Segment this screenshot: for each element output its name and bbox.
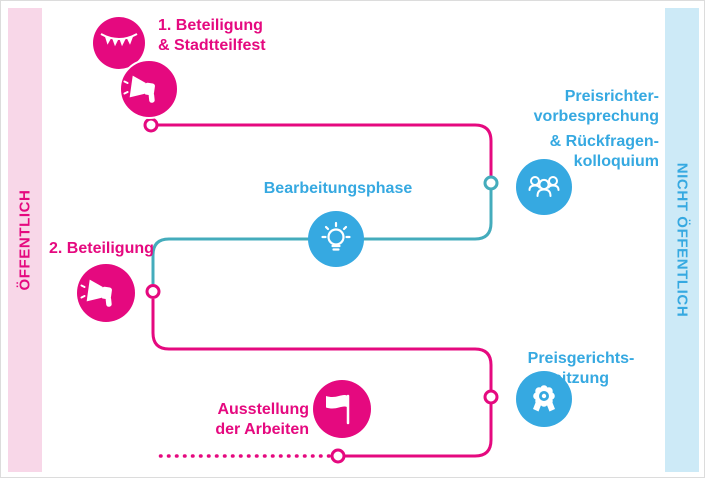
step-circle-festival [93, 17, 145, 69]
step-circle-participation2 [77, 264, 135, 322]
label-jury-briefing-line1: Preisrichter- [564, 88, 659, 105]
label-exhibition: Ausstellung der Arbeiten [215, 400, 309, 440]
label-jury-session-line1: Preisgerichts- [527, 350, 635, 367]
label-exhibition-line1: Ausstellung [217, 401, 309, 418]
label-jury-session-line2: sitzung [553, 370, 609, 387]
junction-node-4 [483, 389, 499, 405]
exhibition-circle [313, 380, 371, 438]
label-working-phase: Bearbeitungsphase [238, 179, 438, 199]
step-circle-jury-briefing [516, 159, 572, 215]
award-rosette-icon [533, 385, 555, 412]
step-circle-jury-session [516, 371, 572, 427]
flag-icon [326, 394, 350, 425]
junction-node-2 [483, 175, 499, 191]
lightbulb-icon [321, 221, 351, 251]
junction-node-5 [330, 448, 346, 464]
band-not-public: NICHT ÖFFENTLICH [665, 8, 699, 472]
working-phase-circle [308, 211, 364, 267]
label-jury-briefing-line2: vorbesprechung [533, 108, 659, 125]
festival-circle [93, 17, 145, 69]
band-public: ÖFFENTLICH [8, 8, 42, 472]
step-circle-participation1 [119, 59, 179, 119]
label-participation1: 1. Beteiligung & Stadtteilfest [158, 16, 266, 56]
connector-participation2-to-jury [151, 299, 493, 390]
junction-node-3 [145, 284, 161, 299]
label-participation2-text: 2. Beteiligung [49, 240, 154, 257]
label-exhibition-line2: der Arbeiten [215, 421, 309, 438]
connector-jury-to-exhibition [345, 404, 493, 458]
label-jury-briefing-line4: kolloquium [573, 153, 659, 170]
step-circle-working-phase [308, 211, 364, 267]
label-participation2: 2. Beteiligung [49, 239, 154, 259]
label-jury-briefing-line3: & Rückfragen- [549, 133, 659, 150]
label-jury-session: Preisgerichts- sitzung [506, 349, 656, 389]
label-participation1-line2: & Stadtteilfest [158, 37, 266, 54]
step-circle-exhibition [313, 380, 371, 438]
people-group-icon [528, 176, 560, 197]
label-working-phase-text: Bearbeitungsphase [263, 180, 413, 197]
bunting-icon [100, 33, 138, 47]
connector-participation1-to-briefing [157, 123, 493, 176]
label-participation1-line1: 1. Beteiligung [158, 17, 263, 34]
label-jury-briefing: Preisrichter- vorbesprechung & Rückfrage… [534, 87, 659, 172]
junction-node-1 [143, 117, 159, 133]
